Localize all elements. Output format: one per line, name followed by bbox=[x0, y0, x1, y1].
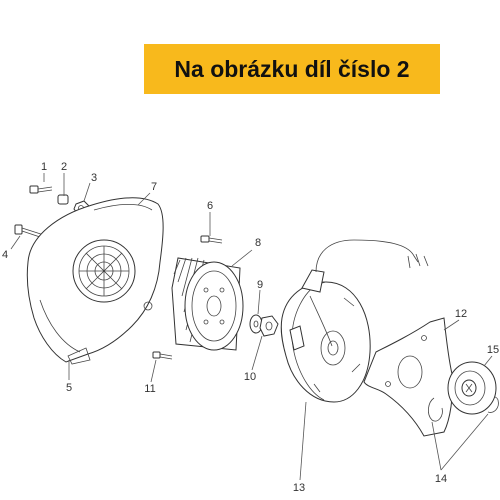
part-9-washer bbox=[249, 314, 263, 334]
part-2-spacer bbox=[57, 194, 69, 205]
leader-lines bbox=[10, 173, 493, 481]
banner-text: Na obrázku díl číslo 2 bbox=[174, 55, 410, 82]
callout-12: 12 bbox=[455, 308, 467, 320]
callout-4: 4 bbox=[2, 249, 8, 261]
callout-8: 8 bbox=[255, 237, 261, 249]
part-1-screw bbox=[29, 185, 53, 194]
callout-3: 3 bbox=[91, 172, 97, 184]
title-banner: Na obrázku díl číslo 2 bbox=[144, 44, 440, 94]
callout-11: 11 bbox=[144, 383, 155, 395]
callout-6: 6 bbox=[207, 200, 213, 212]
part-15-pulley bbox=[447, 361, 497, 415]
callout-15: 15 bbox=[487, 344, 499, 356]
callout-13: 13 bbox=[293, 482, 305, 494]
part-6-screw bbox=[200, 235, 223, 244]
part-10-nut bbox=[259, 315, 279, 337]
part-13-stator bbox=[280, 239, 429, 403]
part-11-screw bbox=[152, 351, 173, 360]
callout-2: 2 bbox=[61, 161, 67, 173]
callout-14: 14 bbox=[435, 473, 447, 485]
part-12-backing-plate bbox=[363, 317, 453, 437]
callout-1: 1 bbox=[41, 161, 47, 173]
callout-9: 9 bbox=[257, 279, 263, 291]
part-7-fan-cover bbox=[26, 197, 164, 365]
callout-7: 7 bbox=[151, 181, 157, 193]
callout-5: 5 bbox=[66, 382, 72, 394]
part-8-flywheel bbox=[171, 257, 244, 351]
callout-10: 10 bbox=[244, 371, 256, 383]
